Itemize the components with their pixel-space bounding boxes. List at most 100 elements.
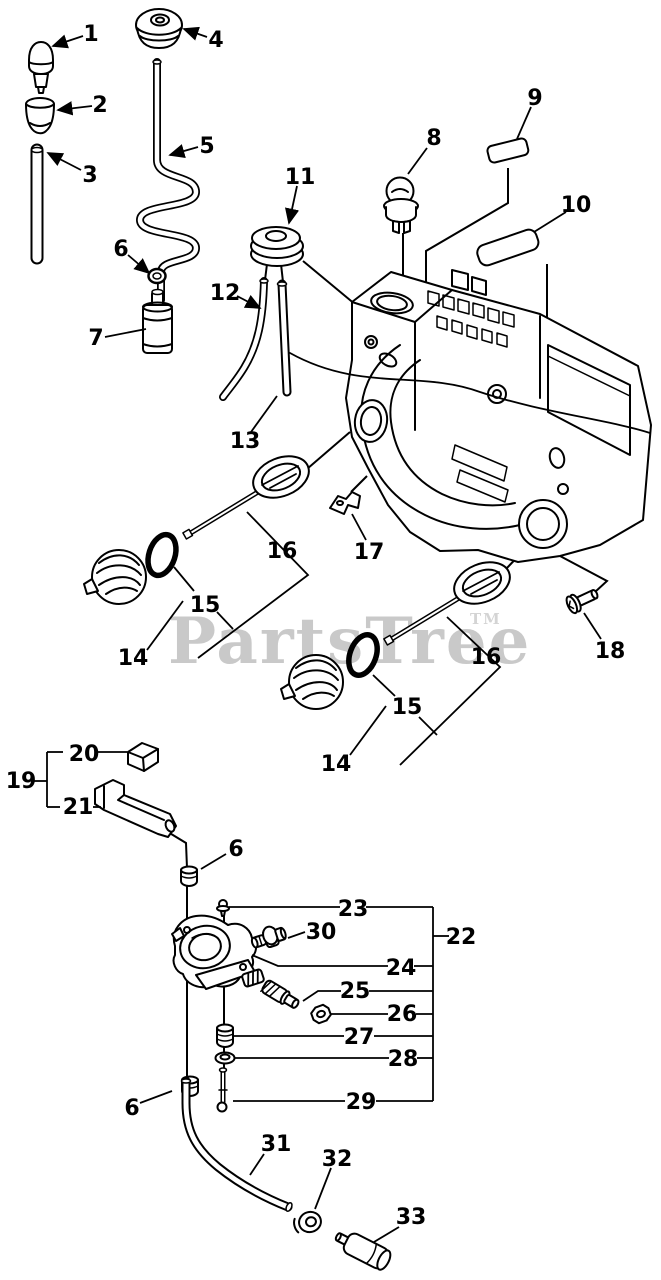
- callout-label-14: 14: [321, 752, 352, 777]
- installation-line: [350, 475, 368, 493]
- leader-line: [373, 1226, 400, 1243]
- part-8-purge-bulb: [383, 176, 419, 234]
- leader-line: [349, 705, 387, 756]
- part-28-washer: [214, 1051, 236, 1065]
- callout-label-15: 15: [190, 593, 221, 618]
- leader-line: [351, 513, 367, 541]
- callout-label-20: 20: [69, 742, 100, 767]
- leader-line: [399, 616, 502, 766]
- part-21-lever: [94, 779, 177, 838]
- part-6-grommet-mid: [180, 865, 198, 887]
- leader-line: [139, 1090, 173, 1104]
- part-22-carburetor: [171, 914, 258, 990]
- part-1-valve: [28, 41, 54, 94]
- leader-line: [516, 106, 532, 140]
- leader-line: [168, 144, 199, 158]
- leader-line: [51, 34, 84, 49]
- leader-line: [287, 931, 306, 939]
- callout-label-9: 9: [527, 86, 542, 111]
- callout-label-6: 6: [113, 237, 128, 262]
- callout-label-13: 13: [230, 429, 261, 454]
- callout-label-32: 32: [322, 1147, 353, 1172]
- part-2-cup: [25, 97, 55, 135]
- part-23-screw: [216, 899, 230, 917]
- watermark-tm: TM: [470, 610, 502, 628]
- callout-label-27: 27: [344, 1025, 375, 1050]
- installation-line: [559, 555, 609, 593]
- part-7-filter: [142, 288, 173, 354]
- callout-label-16: 16: [471, 645, 502, 670]
- callout-label-8: 8: [426, 126, 441, 151]
- callout-label-11: 11: [285, 165, 316, 190]
- part-13-tube: [276, 279, 292, 397]
- leader-line: [200, 853, 227, 870]
- part-26-nut: [310, 1003, 332, 1025]
- callout-label-4: 4: [208, 28, 223, 53]
- leader-line: [216, 611, 234, 630]
- part-15-oring-upper: [145, 531, 179, 579]
- callout-label-19: 19: [6, 769, 37, 794]
- part-24-spring: [241, 968, 265, 988]
- part-32-grommet: [293, 1210, 322, 1234]
- part-10-label: [476, 228, 540, 267]
- callout-label-1: 1: [83, 22, 98, 47]
- leader-line: [407, 147, 428, 175]
- part-15-oring-lower: [346, 632, 380, 678]
- callout-label-31: 31: [261, 1132, 292, 1157]
- callout-label-16: 16: [267, 539, 298, 564]
- callout-label-24: 24: [386, 956, 417, 981]
- leader-line: [285, 185, 300, 225]
- leader-line: [146, 600, 184, 651]
- leader-line: [173, 566, 195, 592]
- callout-label-22: 22: [446, 925, 477, 950]
- leader-line: [583, 612, 602, 640]
- installation-line: [306, 431, 351, 470]
- part-20-block: [127, 742, 159, 772]
- callout-label-15: 15: [392, 695, 423, 720]
- leader-line: [197, 511, 310, 659]
- callout-label-23: 23: [338, 897, 369, 922]
- part-33-filter: [334, 1232, 392, 1271]
- part-9-label: [486, 137, 530, 164]
- leader-line: [236, 294, 262, 309]
- callout-label-12: 12: [210, 281, 241, 306]
- part-31-fuel-line: [180, 1076, 293, 1212]
- callout-label-28: 28: [388, 1047, 419, 1072]
- part-18-screw: [565, 589, 599, 615]
- callout-label-10: 10: [561, 193, 592, 218]
- leader-line: [46, 152, 82, 171]
- callout-label-26: 26: [387, 1002, 418, 1027]
- part-11-coil-retainer: [250, 226, 304, 267]
- part-artwork: [25, 8, 652, 1271]
- callout-label-6: 6: [124, 1096, 139, 1121]
- callout-label-7: 7: [88, 326, 103, 351]
- callout-label-29: 29: [346, 1090, 377, 1115]
- part-14-cap-lower: [280, 654, 344, 710]
- part-4-cap: [135, 8, 183, 49]
- part-housing: [289, 269, 652, 563]
- part-30-fitting: [250, 925, 287, 949]
- callout-label-17: 17: [354, 540, 385, 565]
- leader-line: [249, 1153, 265, 1176]
- part-16-retainer-lower: [383, 561, 511, 646]
- part-17-clip: [329, 491, 361, 515]
- callout-label-33: 33: [396, 1205, 427, 1230]
- part-3-tube: [30, 143, 44, 265]
- leader-line: [56, 101, 93, 116]
- leader-lines: [33, 26, 602, 1243]
- leader-line: [372, 674, 396, 697]
- callout-label-21: 21: [63, 795, 94, 820]
- leader-line: [250, 395, 278, 433]
- callout-label-30: 30: [306, 920, 337, 945]
- leader-line: [127, 254, 151, 275]
- part-5-coiled-tube: [136, 58, 200, 304]
- leader-line: [314, 1167, 332, 1210]
- callout-label-14: 14: [118, 646, 149, 671]
- leader-line: [302, 990, 341, 1002]
- part-27-grommet: [216, 1023, 234, 1048]
- callout-label-3: 3: [82, 163, 97, 188]
- part-25-screw: [260, 979, 300, 1009]
